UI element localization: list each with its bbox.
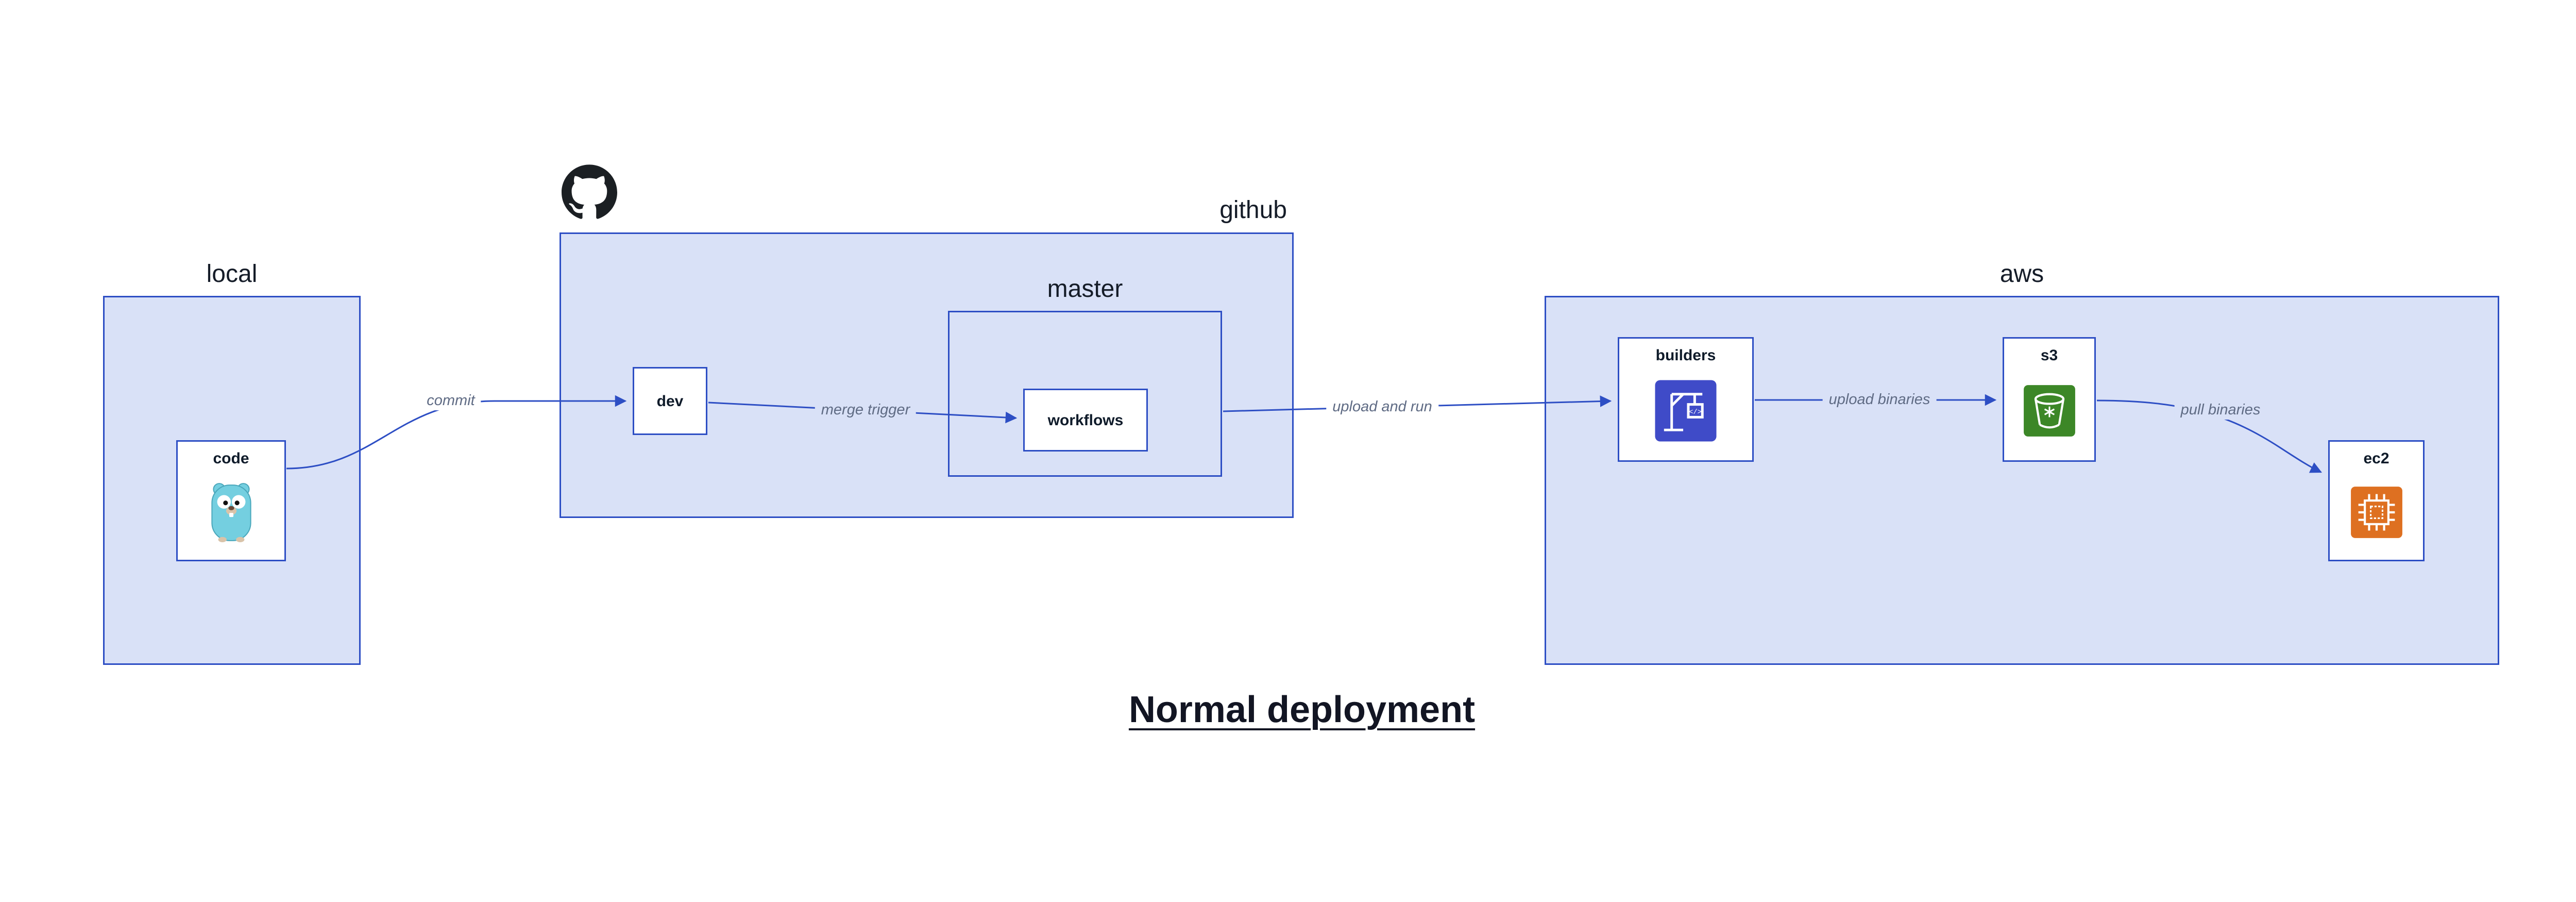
container-label-github: github (1219, 196, 1287, 224)
container-label-master: master (1047, 275, 1123, 303)
node-ec2: ec2 (2328, 440, 2425, 561)
node-s3-label: s3 (2040, 347, 2058, 364)
node-s3: s3 (2003, 337, 2096, 462)
edge-label-upload-binaries: upload binaries (1822, 391, 1937, 409)
node-code: code (176, 440, 286, 561)
node-builders-label: builders (1655, 347, 1716, 364)
node-builders: builders </> (1618, 337, 1754, 462)
ec2-chip-icon (2350, 486, 2403, 542)
edge-label-pull-binaries: pull binaries (2174, 401, 2267, 420)
node-code-label: code (213, 450, 249, 467)
s3-bucket-icon (2023, 384, 2076, 440)
github-logo-icon (562, 164, 617, 220)
edge-label-upload-and-run: upload and run (1326, 398, 1438, 416)
container-label-aws: aws (1999, 260, 2044, 288)
node-dev: dev (633, 367, 707, 435)
diagram-title: Normal deployment (1128, 689, 1476, 730)
edge-label-merge-trigger: merge trigger (815, 401, 917, 420)
svg-text:</>: </> (1689, 409, 1702, 416)
edge-label-commit: commit (420, 392, 481, 410)
node-ec2-label: ec2 (2363, 450, 2389, 467)
container-label-local: local (206, 260, 258, 288)
crane-build-icon: </> (1654, 379, 1718, 445)
node-workflows-label: workflows (1047, 411, 1124, 429)
container-master (948, 311, 1222, 477)
go-gopher-icon (208, 481, 255, 546)
node-workflows: workflows (1023, 389, 1148, 452)
node-dev-label: dev (656, 392, 684, 410)
